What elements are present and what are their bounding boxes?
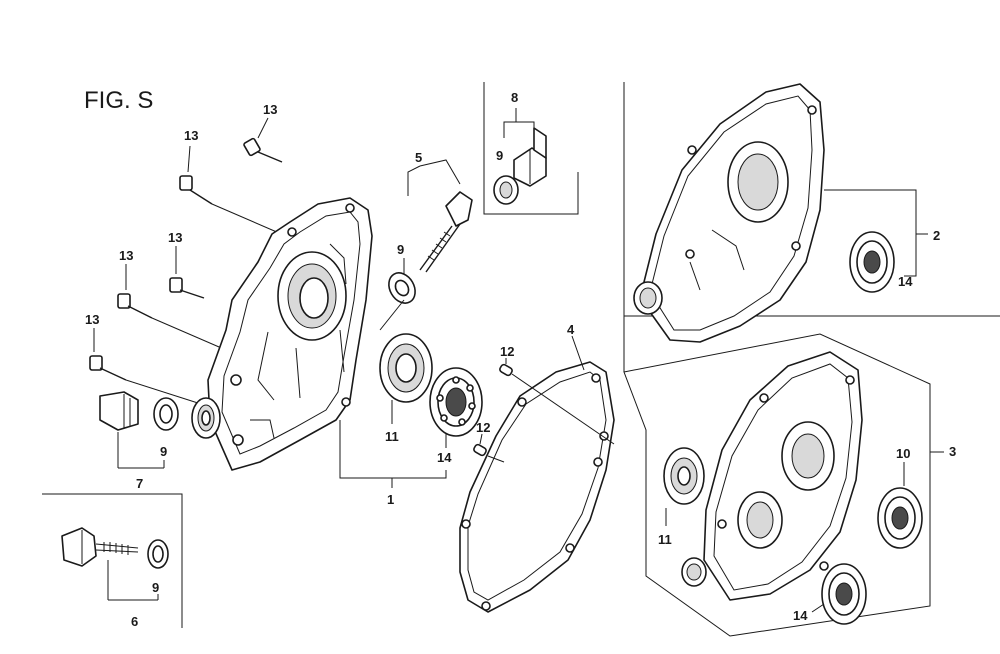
callout-1: 1 (387, 492, 394, 507)
callout-11: 11 (658, 532, 672, 547)
callout-13: 13 (85, 312, 99, 327)
callout-14: 14 (898, 274, 913, 289)
washer-9-plug (493, 175, 519, 205)
callout-14: 14 (437, 450, 452, 465)
callout-9: 9 (160, 444, 167, 459)
callout-7: 7 (136, 476, 143, 491)
callout-9: 9 (496, 148, 503, 163)
gasket-4 (459, 335, 615, 613)
callout-13: 13 (168, 230, 182, 245)
figure-title: FIG. S (84, 87, 153, 114)
crankcase-cover-assembly-2 (633, 83, 928, 343)
bolt-13-middle (169, 246, 205, 299)
callout-12: 12 (500, 344, 514, 359)
callout-8: 8 (511, 90, 518, 105)
dowel-pin-12-lower (473, 433, 505, 463)
bearing-14-assy3 (811, 563, 867, 625)
callout-12: 12 (476, 420, 490, 435)
crankcase-cover-main (207, 197, 373, 471)
dowel-pin-12-upper (499, 358, 615, 445)
callout-10: 10 (896, 446, 910, 461)
bracket-group-1 (339, 420, 447, 488)
bearing-10-assy3 (877, 462, 923, 549)
bolt-13-top (243, 117, 283, 163)
bolt-13-left (117, 264, 227, 351)
callout-11: 11 (385, 429, 399, 444)
callout-2: 2 (933, 228, 940, 243)
washer-9-drain (153, 397, 179, 431)
bearing-14-assy2 (849, 231, 895, 293)
crankcase-cover-assembly-3 (681, 351, 944, 601)
callout-13: 13 (263, 102, 277, 117)
oil-plug-8 (503, 108, 547, 187)
callout-13: 13 (184, 128, 198, 143)
callout-9: 9 (152, 580, 159, 595)
washer-9-oil-cap (379, 258, 416, 331)
oil-seal-cover (191, 397, 221, 439)
callout-5: 5 (415, 150, 422, 165)
callout-labels: 13 13 13 13 13 5 9 8 9 4 12 12 11 14 1 9… (85, 90, 956, 629)
drain-plug-7 (99, 391, 165, 469)
oil-seal-11 (379, 333, 433, 424)
callout-6: 6 (131, 614, 138, 629)
oil-seal-11-assy3 (663, 447, 705, 526)
oil-filler-cap-5 (407, 159, 473, 273)
callout-3: 3 (949, 444, 956, 459)
callout-4: 4 (567, 322, 575, 337)
callout-14: 14 (793, 608, 808, 623)
callout-9: 9 (397, 242, 404, 257)
washer-9-dipstick (147, 539, 169, 569)
callout-13: 13 (119, 248, 133, 263)
bolt-13-upper-left (179, 145, 287, 237)
dipstick-6 (61, 527, 159, 601)
bearing-14-main (429, 367, 483, 448)
